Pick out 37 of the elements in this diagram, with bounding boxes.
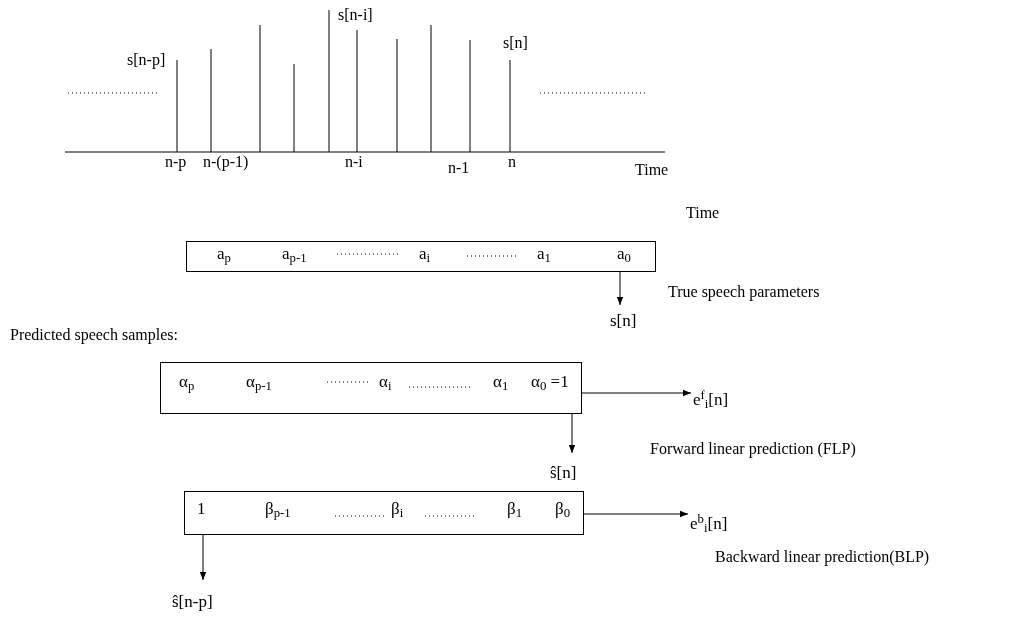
text-label: Forward linear prediction (FLP) [650,439,856,459]
signal-label: s[n] [610,312,637,329]
axis-label: n [508,152,516,172]
coefficient-box [184,491,584,535]
coefficient-label: β$_{i}$ [391,500,404,517]
coefficient-label: α$_{i}$ [379,373,392,390]
coefficient-label: α$_{1}$ [493,373,509,390]
axis-label: s[n] [503,33,528,53]
text-label: True speech parameters [668,282,820,302]
coefficient-box [160,362,582,414]
coefficient-label: a$_{0}$ [617,245,631,262]
text-label: Time [635,160,669,180]
text-label: Predicted speech samples: [10,325,178,345]
arrow [199,534,207,581]
coefficient-box [186,241,656,272]
axis-label: n-i [345,152,363,172]
coefficient-label: a$_{i}$ [419,245,431,262]
coefficient-label: α$_{0}$ =1 [531,373,569,390]
coefficient-label: β$_{1}$ [507,500,523,517]
coefficient-label: β$_{0}$ [555,500,571,517]
axis-label: s[n-p] [127,50,166,70]
text-label: Backward linear prediction(BLP) [715,547,930,567]
axis-label: n-p [165,152,187,172]
coefficient-label: 1 [197,500,206,517]
arrow [568,413,576,454]
coefficient-label: a$_{1}$ [537,245,551,262]
signal-label: e$^{f}$$_{i}$[n] [693,391,729,408]
text-label: Time [686,203,720,223]
arrow [583,510,689,518]
signal-label: e$^{b}$$_{i}$[n] [690,515,728,532]
axis-label: n-(p-1) [203,152,249,172]
signal-label: ŝ[n] [550,464,577,481]
signal-label: ŝ[n-p] [172,593,213,610]
axis-label: s[n-i] [338,5,373,25]
arrow [581,389,692,397]
axis-label: n-1 [448,158,470,178]
arrow [616,271,624,306]
